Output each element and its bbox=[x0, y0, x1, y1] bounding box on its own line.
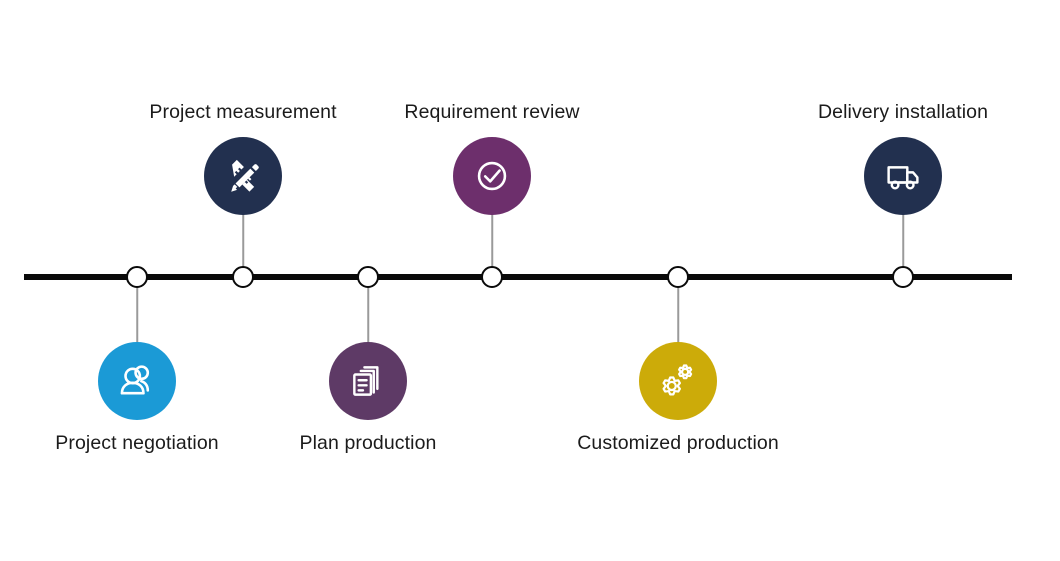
node-label-delivery-installation: Delivery installation bbox=[817, 101, 989, 123]
connector-stem-step-2 bbox=[242, 213, 244, 275]
pencil-ruler-icon bbox=[220, 153, 266, 199]
gears-icon bbox=[655, 358, 701, 404]
connector-stem-step-4 bbox=[491, 213, 493, 275]
node-bubble-project-measurement[interactable] bbox=[204, 137, 282, 215]
timeline-axis bbox=[24, 274, 1012, 280]
node-bubble-requirement-review[interactable] bbox=[453, 137, 531, 215]
node-label-project-measurement: Project measurement bbox=[149, 101, 337, 123]
connector-stem-step-1 bbox=[136, 283, 138, 347]
axis-marker-step-6[interactable] bbox=[892, 266, 914, 288]
delivery-truck-icon bbox=[880, 153, 926, 199]
node-label-plan-production: Plan production bbox=[299, 432, 437, 454]
connector-stem-step-6 bbox=[902, 213, 904, 275]
axis-marker-step-5[interactable] bbox=[667, 266, 689, 288]
users-icon bbox=[114, 358, 160, 404]
axis-marker-step-3[interactable] bbox=[357, 266, 379, 288]
node-label-project-negotiation: Project negotiation bbox=[55, 432, 219, 454]
documents-icon bbox=[345, 358, 391, 404]
node-bubble-plan-production[interactable] bbox=[329, 342, 407, 420]
check-circle-icon bbox=[469, 153, 515, 199]
axis-marker-step-1[interactable] bbox=[126, 266, 148, 288]
connector-stem-step-5 bbox=[677, 283, 679, 347]
node-bubble-delivery-installation[interactable] bbox=[864, 137, 942, 215]
axis-marker-step-2[interactable] bbox=[232, 266, 254, 288]
node-bubble-project-negotiation[interactable] bbox=[98, 342, 176, 420]
node-bubble-customized-production[interactable] bbox=[639, 342, 717, 420]
node-label-requirement-review: Requirement review bbox=[404, 101, 580, 123]
axis-marker-step-4[interactable] bbox=[481, 266, 503, 288]
node-label-customized-production: Customized production bbox=[577, 432, 779, 454]
connector-stem-step-3 bbox=[367, 283, 369, 347]
